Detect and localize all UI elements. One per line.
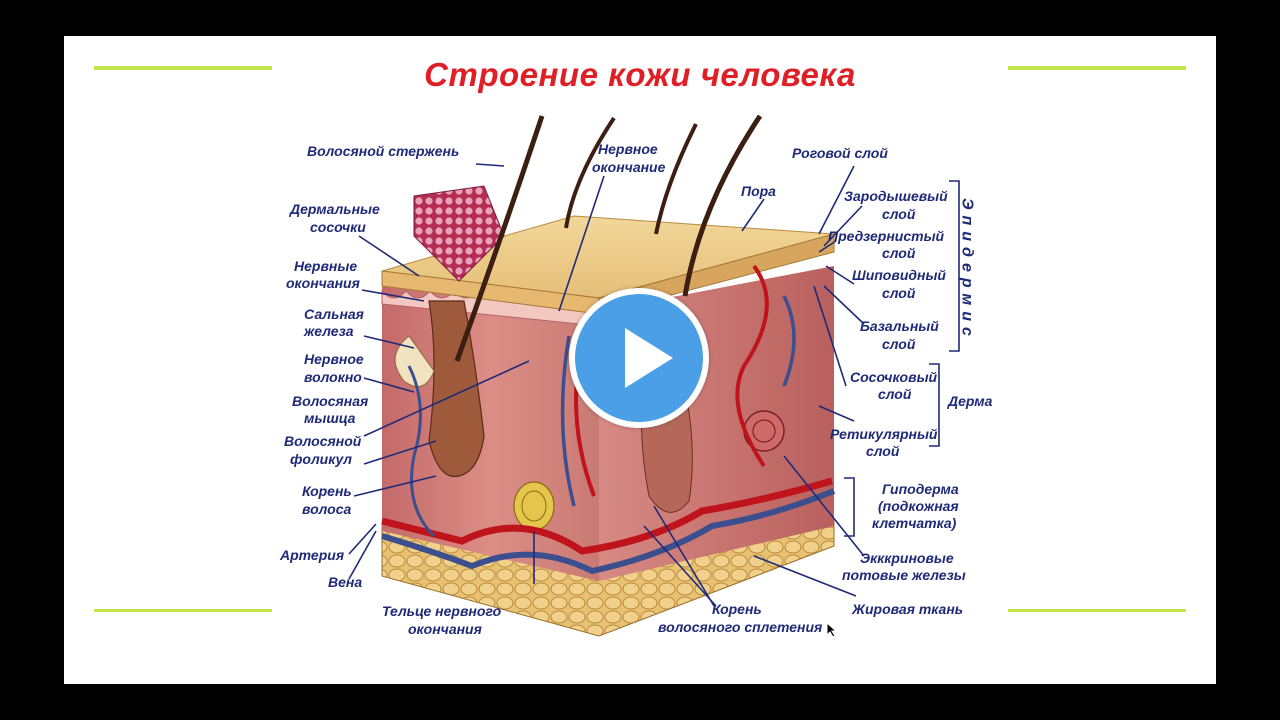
label-eccrine-2: потовые железы (842, 567, 966, 583)
label-basal-1: Базальный (860, 318, 939, 334)
label-stratum-corneum: Роговой слой (792, 145, 888, 161)
label-nerve-ending-top-2: окончание (592, 159, 666, 175)
vein-vessel (381, 488, 836, 575)
slide-title: Строение кожи человека (424, 56, 856, 93)
hair-1 (454, 115, 545, 362)
decor-rule-bottom-left (94, 609, 272, 612)
dermis-bracket (929, 363, 940, 447)
label-epidermis: Эпидермис (959, 198, 976, 342)
sweat-gland-inner (752, 419, 776, 443)
skin-diagram: Волосяной стержень Дермальные сосочки Не… (279, 114, 993, 637)
artery-branch-2 (735, 264, 769, 468)
label-hair-muscle-2: мышца (304, 410, 356, 426)
label-spinous-1: Шиповидный (852, 267, 946, 283)
label-sebaceous-2: железа (303, 323, 354, 339)
label-follicle-2: фоликул (290, 451, 352, 467)
label-basal-2: слой (882, 336, 916, 352)
label-dermal-papillae-1: Дермальные (289, 201, 380, 217)
label-follicle-1: Волосяной (284, 433, 362, 449)
sebaceous-gland (394, 335, 435, 388)
label-dermal-papillae-2: сосочки (310, 219, 366, 235)
artery-vessel (381, 477, 833, 555)
label-hair-shaft: Волосяной стержень (307, 143, 459, 159)
label-sebaceous-1: Сальная (304, 306, 364, 322)
nerve-fiber-line (407, 365, 436, 538)
label-hypodermis-2: (подкожная (878, 498, 959, 514)
vein-branch-1 (560, 335, 576, 507)
label-germinal-2: слой (882, 206, 916, 222)
label-corpuscle-2: окончания (408, 621, 482, 637)
cutaway-cells (413, 185, 505, 282)
decor-rule-top-right (1008, 66, 1186, 70)
label-vein: Вена (328, 574, 362, 590)
label-hair-plexus-1: Корень (712, 601, 762, 617)
hair-3 (654, 123, 698, 235)
leader-lines (348, 163, 865, 607)
label-papillary-1: Сосочковый (850, 369, 938, 385)
nerve-corpuscle-inner (521, 490, 547, 522)
label-hair-muscle-1: Волосяная (292, 393, 368, 409)
label-corpuscle-1: Тельце нервного (382, 603, 502, 619)
label-fat-tissue: Жировая ткань (851, 601, 963, 617)
decor-rule-top-left (94, 66, 272, 70)
label-reticular-1: Ретикулярный (830, 426, 938, 442)
label-hair-plexus-2: волосяного сплетения (658, 619, 822, 635)
label-reticular-2: слой (866, 443, 900, 459)
label-nerve-fiber-2: волокно (304, 369, 362, 385)
label-papillary-2: слой (878, 386, 912, 402)
dermis-front-face (382, 286, 599, 581)
label-nerve-endings-2: окончания (286, 275, 360, 291)
label-pore: Пора (741, 183, 776, 199)
decor-rule-bottom-right (1008, 609, 1186, 612)
play-button[interactable] (569, 288, 709, 428)
label-nerve-endings-1: Нервные (294, 258, 357, 274)
label-nerve-ending-top-1: Нервное (598, 141, 658, 157)
label-hair-root-1: Корень (302, 483, 352, 499)
play-icon (625, 328, 673, 388)
label-hypodermis-1: Гиподерма (882, 481, 959, 497)
epidermis-bracket (949, 180, 960, 352)
vein-branch-2 (782, 295, 796, 387)
hair-follicle (428, 300, 485, 478)
slide: Строение кожи человека (64, 36, 1216, 684)
label-dermis: Дерма (947, 393, 993, 409)
label-hypodermis-3: клетчатка) (872, 515, 957, 531)
hair-4 (682, 114, 763, 297)
hypodermis-bracket (844, 477, 855, 537)
label-eccrine-1: Экккриновые (860, 550, 954, 566)
label-granular-1: Предзернистый (828, 228, 945, 244)
mouse-cursor (826, 622, 838, 638)
label-nerve-fiber-1: Нервное (304, 351, 364, 367)
hair-2 (564, 116, 616, 229)
label-hair-root-2: волоса (302, 501, 352, 517)
label-spinous-2: слой (882, 285, 916, 301)
nerve-corpuscle (513, 481, 555, 531)
label-granular-2: слой (882, 245, 916, 261)
label-germinal-1: Зародышевый (844, 188, 948, 204)
label-artery: Артерия (279, 547, 344, 563)
